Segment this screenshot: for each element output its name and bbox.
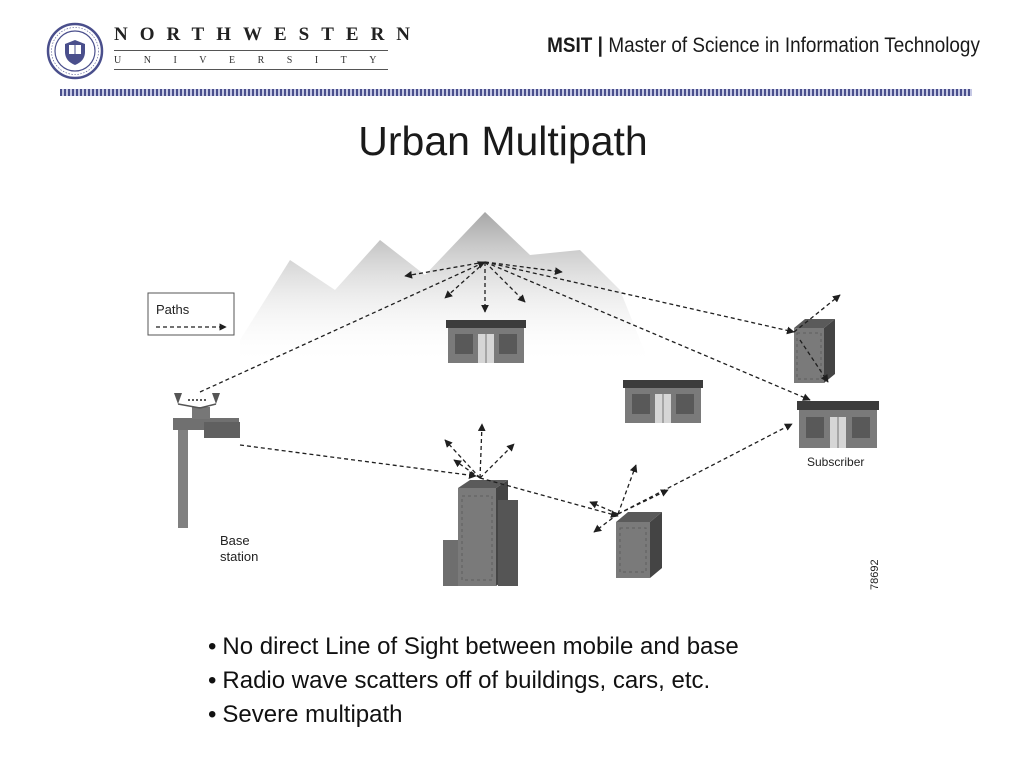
slide-title: Urban Multipath [358, 118, 648, 164]
urban-multipath-diagram: Paths Base station [147, 212, 881, 590]
building-icon [443, 480, 518, 586]
antenna-icon [174, 393, 220, 409]
house-icon [623, 380, 703, 423]
university-name: NORTHWESTERN [114, 24, 423, 45]
program-abbreviation: MSIT [547, 34, 593, 57]
program-separator: | [597, 34, 604, 57]
figure-id: 78692 [869, 559, 881, 590]
list-item: Severe multipath [208, 698, 739, 732]
building-icon [616, 512, 662, 578]
building-icon [794, 319, 835, 383]
base-station-label-line1: Base [220, 533, 250, 548]
base-station-label-line2: station [220, 549, 258, 564]
subscriber-house [797, 401, 879, 448]
mountain-range [240, 212, 650, 365]
house-icon [446, 320, 526, 363]
list-item: Radio wave scatters off of buildings, ca… [208, 664, 739, 698]
base-station [173, 393, 240, 528]
legend-label: Paths [156, 302, 190, 317]
university-subtitle: UNIVERSITY [114, 55, 399, 66]
paths-legend: Paths [147, 292, 235, 336]
subscriber-label: Subscriber [807, 455, 864, 469]
program-name: Master of Science in Information Technol… [608, 34, 980, 57]
bullet-list: No direct Line of Sight between mobile a… [208, 630, 739, 732]
header-band [60, 89, 972, 96]
header-rule [114, 69, 388, 70]
list-item: No direct Line of Sight between mobile a… [208, 630, 738, 664]
program-title: MSIT|Master of Science in Information Te… [547, 34, 980, 58]
header-rule [114, 50, 388, 51]
signal-paths [199, 261, 841, 533]
university-seal-icon [46, 22, 104, 80]
